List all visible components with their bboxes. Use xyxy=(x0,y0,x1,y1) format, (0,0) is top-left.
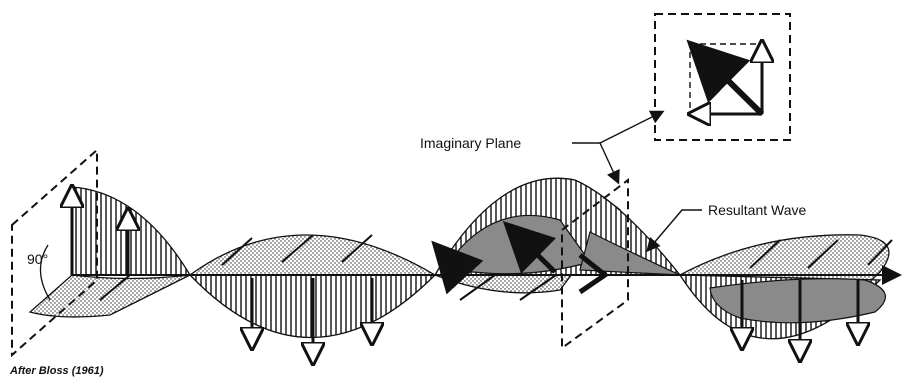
vector-arrows xyxy=(72,190,893,360)
callout-leaders xyxy=(572,110,702,253)
imaginary-plane-label: Imaginary Plane xyxy=(420,135,521,151)
resultant-wave-label: Resultant Wave xyxy=(708,202,807,218)
vector-inset xyxy=(654,13,791,141)
source-credit: After Bloss (1961) xyxy=(9,365,104,377)
angle-label: 90° xyxy=(27,251,48,267)
imaginary-plane xyxy=(561,177,629,350)
reference-plane-left xyxy=(11,147,98,358)
